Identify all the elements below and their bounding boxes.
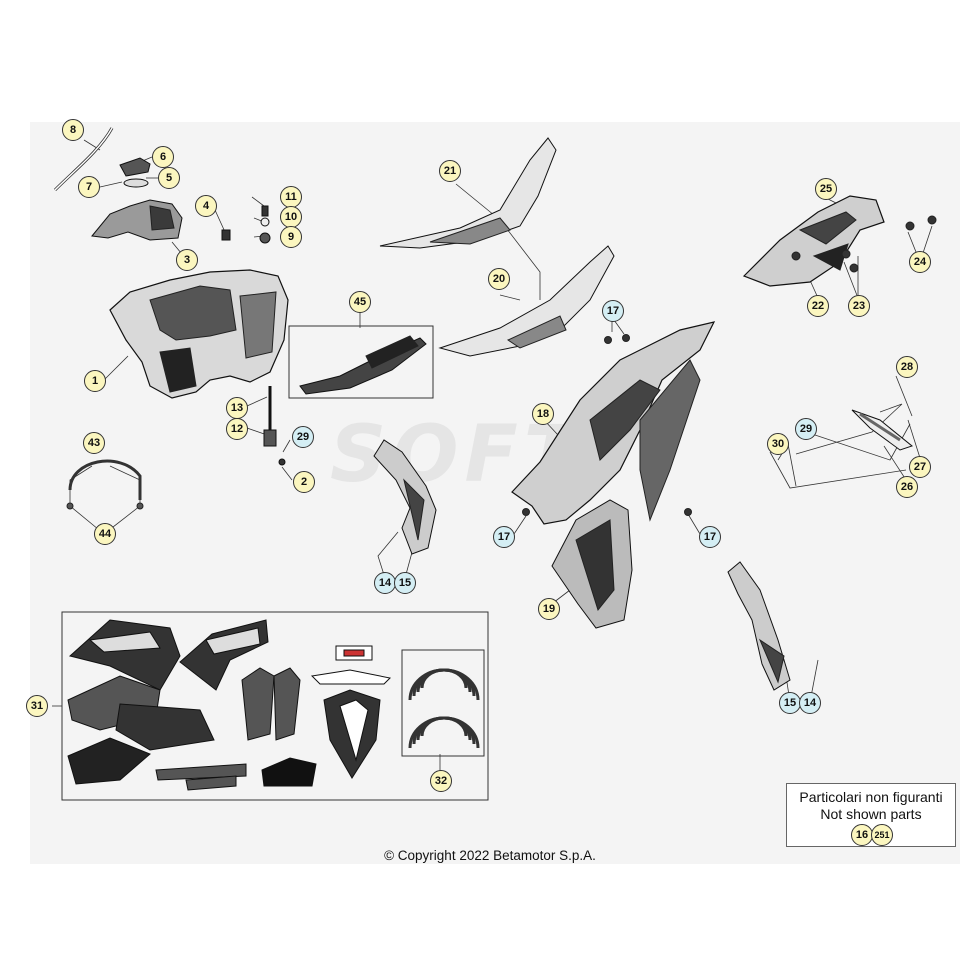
not-shown-label-en: Not shown parts (820, 806, 922, 822)
callout-14-left: 14 (374, 572, 396, 594)
not-shown-label-it: Particolari non figuranti (799, 789, 943, 805)
callout-13: 13 (226, 397, 248, 419)
callout-24: 24 (909, 251, 931, 273)
callout-22: 22 (807, 295, 829, 317)
rear-fender (742, 195, 885, 287)
callout-17-left: 17 (493, 526, 515, 548)
callout-11: 11 (280, 186, 302, 208)
callout-17-right: 17 (699, 526, 721, 548)
callout-32: 32 (430, 770, 452, 792)
seat-cover-box (288, 325, 434, 399)
callout-44: 44 (94, 523, 116, 545)
vent-hose (68, 459, 142, 500)
panel-bolts (522, 334, 692, 516)
callout-29-tap: 29 (292, 426, 314, 448)
callout-12: 12 (226, 418, 248, 440)
callout-20: 20 (488, 268, 510, 290)
callout-29-bracket: 29 (795, 418, 817, 440)
callout-26: 26 (896, 476, 918, 498)
callout-1: 1 (84, 370, 106, 392)
callout-9: 9 (280, 226, 302, 248)
callout-15-right: 15 (779, 692, 801, 714)
copyright-notice: © Copyright 2022 Betamotor S.p.A. (384, 848, 596, 863)
callout-21: 21 (439, 160, 461, 182)
frame-guard-left (373, 439, 437, 555)
callout-30: 30 (767, 433, 789, 455)
callout-19: 19 (538, 598, 560, 620)
fuel-tap (263, 386, 286, 466)
callout-3: 3 (176, 249, 198, 271)
callout-14-right: 14 (799, 692, 821, 714)
callout-31: 31 (26, 695, 48, 717)
callout-251: 251 (871, 824, 893, 846)
callout-28: 28 (896, 356, 918, 378)
callout-2: 2 (293, 471, 315, 493)
callout-4: 4 (195, 195, 217, 217)
callout-5: 5 (158, 167, 180, 189)
callout-10: 10 (280, 206, 302, 228)
tank-fasteners (221, 205, 271, 244)
fender-fasteners (791, 215, 937, 273)
rim-stripes (408, 668, 480, 749)
leader-lines (52, 139, 933, 772)
callout-16: 16 (851, 824, 873, 846)
decal-kit (67, 619, 392, 791)
callout-17-top: 17 (602, 300, 624, 322)
callout-7: 7 (78, 176, 100, 198)
callout-25: 25 (815, 178, 837, 200)
decal-kit-box (61, 611, 489, 801)
callout-18: 18 (532, 403, 554, 425)
callout-23: 23 (848, 295, 870, 317)
fuel-cap (119, 157, 151, 188)
callout-8: 8 (62, 119, 84, 141)
callout-43: 43 (83, 432, 105, 454)
rim-stripe-box (401, 649, 485, 757)
callout-45: 45 (349, 291, 371, 313)
callout-15-left: 15 (394, 572, 416, 594)
callout-6: 6 (152, 146, 174, 168)
callout-27: 27 (909, 456, 931, 478)
